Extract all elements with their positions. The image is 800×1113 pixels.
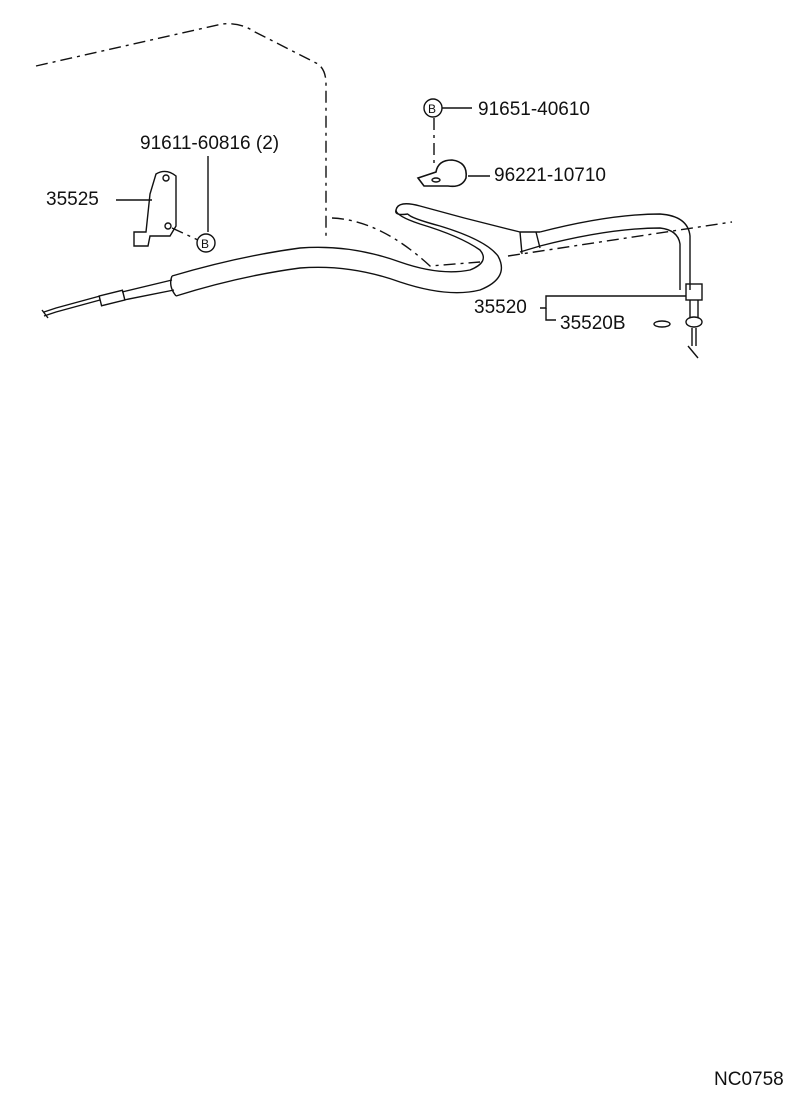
callout-circle-b-top [423,98,443,118]
part-label-bolt-b: 91651-40610 [478,99,590,120]
callout-b-left-text: B [201,237,209,251]
cable-left-end [43,295,101,317]
clamp-body [416,159,468,188]
cable-housing-joint [519,231,541,255]
cable-housing-loop-end [395,209,409,216]
cable-housing-end-left [169,275,177,297]
cable-right-fitting [685,283,703,301]
leader-cable-assy [540,295,686,309]
cable-right-tip [687,328,699,359]
cable-housing-right-upper [539,213,691,290]
cable-right-wire [689,300,699,318]
cable-left-rod [121,279,175,301]
leader-cable-sub [545,308,556,321]
callout-b-top-text: B [428,102,436,116]
part-label-bracket: 35525 [46,189,99,210]
cable-sub-part-icon [653,320,671,328]
part-label-clamp: 96221-10710 [494,165,606,186]
callout-circle-b-left [196,233,216,253]
part-label-cable-assy: 35520 [474,297,527,318]
cable-left-tip [41,309,49,319]
floor-phantom-line [331,217,481,267]
bracket-body [133,170,177,247]
cable-housing-lower [175,213,503,297]
cable-adjust-nut [98,289,126,307]
floor-phantom-line-right [507,221,733,257]
clamp-hole [431,177,441,183]
part-label-cable-sub: 35520B [560,313,626,334]
bracket-hole-bottom [164,222,172,230]
bracket-hole-top [162,174,170,182]
cable-housing-right-lower [519,227,681,290]
cable-housing-upper [171,203,540,277]
drawing-code: NC0758 [714,1069,784,1090]
bracket-to-bolt-line [171,227,199,241]
part-label-bolt-90: 91611-60816 (2) [140,133,280,154]
cable-right-bushing [685,316,703,328]
body-panel-outline [35,22,327,236]
